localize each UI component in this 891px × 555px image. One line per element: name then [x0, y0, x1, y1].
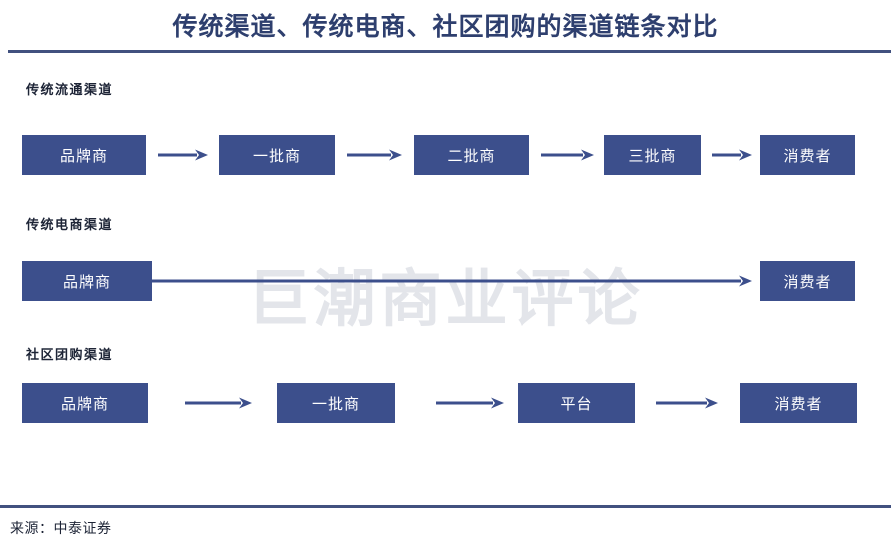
flow-arrow-icon	[656, 394, 718, 412]
flow-arrow-icon	[152, 272, 752, 290]
watermark-text: 巨潮商业评论	[247, 265, 644, 334]
flow-arrow-icon	[436, 394, 504, 412]
node-box: 消费者	[760, 261, 855, 301]
node-box: 一批商	[277, 383, 395, 423]
node-box: 消费者	[740, 383, 857, 423]
source-note: 来源：中泰证券	[10, 520, 112, 536]
header-divider	[8, 50, 891, 53]
flow-arrow-icon	[158, 146, 208, 164]
footer-divider	[0, 505, 891, 508]
node-box: 二批商	[414, 135, 529, 175]
section-label-community-group-buying: 社区团购渠道	[26, 347, 114, 362]
node-box: 消费者	[760, 135, 855, 175]
page-title: 传统渠道、传统电商、社区团购的渠道链条对比	[172, 13, 719, 41]
node-box: 三批商	[604, 135, 701, 175]
section-label-traditional-distribution: 传统流通渠道	[26, 82, 114, 97]
flow-arrow-icon	[185, 394, 252, 412]
node-box: 品牌商	[22, 383, 148, 423]
node-box: 平台	[518, 383, 635, 423]
node-box: 品牌商	[22, 261, 152, 301]
node-box: 一批商	[219, 135, 335, 175]
node-box: 品牌商	[22, 135, 146, 175]
flow-arrow-icon	[541, 146, 594, 164]
flow-arrow-icon	[712, 146, 752, 164]
section-label-traditional-ecommerce: 传统电商渠道	[26, 217, 114, 232]
flow-arrow-icon	[347, 146, 402, 164]
